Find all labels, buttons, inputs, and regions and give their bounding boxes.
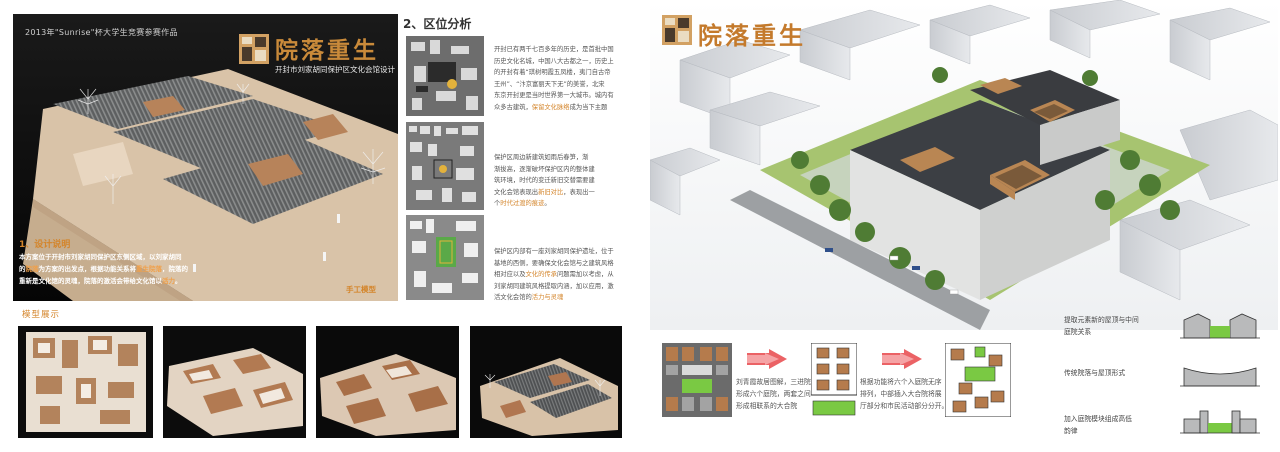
text-line: 个时代过渡的痕迹。 [494,198,634,210]
text-line: 庭院关系 [1064,328,1092,336]
model-photo-4 [470,326,622,438]
text-line: 形成六个庭院，两套之间 [736,390,811,398]
text-line: 众多古建筑，保留文化脉络成为当下主题 [494,102,634,114]
feature-roof-courtyard-text: 提取元素新的屋顶与中间 庭院关系 [1064,314,1144,338]
design-heading: 1、设计说明 [19,240,71,250]
text-line: 排列，中部插入大合院将展 [860,390,942,398]
location-map-1 [406,36,484,116]
diagram-step2-text: 根据功能将六个入庭院无序 排列，中部插入大合院将展 厅部分和市民活动部分分开。 [860,376,948,412]
highlight-text: 文化的传承 [525,271,557,278]
highlight-text: 重生院落 [136,265,162,273]
physical-model-image [13,14,398,301]
rhythm-section-diagram [1180,410,1260,434]
text-line: 保护区周边新建筑如雨后春笋，渐 [494,154,589,161]
text-line: 加入庭院模块组成高低 [1064,415,1132,423]
text-run: 。 [175,277,182,285]
highlight-text: 新旧对比 [538,188,564,196]
design-description: 本方案位于开封市刘家胡同保护区东侧区域，以刘家胡同 的院落为方案的出发点，根据功… [19,251,209,287]
highlight-text: 时代过渡的痕迹 [500,200,545,207]
text-line: 刘青霞故居图解，三进院 [736,378,811,386]
highlight-text: 活力与灵魂 [531,294,564,301]
surroundings-text: 保护区周边新建筑如雨后春笋，渐 渐拔高，逐渐破坏保护区内的整体建 筑环境，时代的… [494,152,634,210]
text-line: 提取元素新的屋顶与中间 [1064,316,1139,324]
courtyard-diagram-1 [662,343,732,417]
model-caption: 手工模型 [346,285,376,294]
render-title: 院落重生 [698,21,806,50]
competition-title: 2013年"Sunrise"杯大学生竞赛参赛作品 [25,28,178,37]
roof-courtyard-section-diagram [1180,313,1260,339]
text-line: 保护区内部有一座刘家胡同保护遗址，位于 [494,248,614,255]
text-line: 历史文化名城，中国八大古都之一，历史上 [494,57,614,65]
text-line: 相对应以及文化的传承问题需加以考虑，从 [494,269,634,281]
text-run: 成为当下主题 [569,103,608,111]
text-run: ，院落的 [162,265,188,273]
model-photo-1 [18,326,153,438]
text-line: 形成相联系的大合院 [736,402,798,410]
model-photo-3 [316,326,459,438]
feature-traditional-text: 传统院落与屋顶形式 [1064,369,1126,377]
model-photo-2 [163,326,306,438]
text-line: 的开封有着“琪树明霞五凤楼，夷门自古帝 [494,69,611,76]
highlight-text: 院落 [25,265,39,273]
highlight-text: 保留文化脉络 [531,103,570,111]
text-line: 开封已有两千七百多年的历史，是首批中国 [494,46,614,53]
text-run: 为方案的出发点，根据功能关系将 [38,265,137,273]
traditional-roof-section-diagram [1180,367,1260,387]
model-show-heading: 模型展示 [22,310,61,320]
text-line: 刘家胡同建筑风格提取内涵，加以应用，激 [494,282,614,290]
logo-icon [662,15,692,45]
text-run: 活文化会馆的 [494,294,532,301]
text-line: 韵律 [1064,427,1078,435]
text-run: 。 [544,200,551,207]
diagram-step1-text: 刘青霞故居图解，三进院 形成六个庭院，两套之间 形成相联系的大合院 [736,376,811,412]
highlight-text: 活力 [162,277,175,285]
text-line: 根据功能将六个入庭院无序 [860,378,942,386]
text-run: 重新是文化馆的灵魂，院落的激活会带给文化馆以 [19,277,162,285]
arrow-right-icon [747,349,787,369]
aerial-render [650,0,1278,330]
model-hero-photo: 2013年"Sunrise"杯大学生竞赛参赛作品 院落重生 开封市刘家胡同保护区… [13,14,398,301]
analysis-heading: 2、区位分析 [403,17,472,31]
text-run: 问题需加以考虑，从 [556,271,614,278]
heritage-text: 保护区内部有一座刘家胡同保护遗址，位于 基地的西侧，要确保文化会馆与之建筑风格 … [494,246,634,304]
left-page: 2013年"Sunrise"杯大学生竞赛参赛作品 院落重生 开封市刘家胡同保护区… [13,14,634,438]
design-desc-line: 重新是文化馆的灵魂，院落的激活会带给文化馆以活力。 [19,275,209,287]
aerial-render-image [650,0,1278,330]
text-run: 文化会馆表现出 [494,188,539,196]
design-desc-line: 的院落为方案的出发点，根据功能关系将重生院落，院落的 [19,263,209,275]
text-line: 筑环境，时代的变迁新旧交替需要建 [494,177,595,184]
project-subtitle: 开封市刘家胡同保护区文化会馆设计 [275,65,395,74]
arrow-right-icon [882,349,922,369]
location-map-2 [406,122,484,210]
text-line: 渐拔高，逐渐破坏保护区内的整体建 [494,165,595,173]
text-line: 王州”、“汴京富丽天下无”的美誉，北宋 [494,80,605,88]
text-line: 东京开封更是当时世界第一大城市。城内有 [494,92,614,99]
text-line: 基地的西侧，要确保文化会馆与之建筑风格 [494,259,614,267]
text-run: ，表现出一 [563,188,595,196]
courtyard-diagram-3 [945,343,1011,417]
courtyard-diagram-2 [811,343,857,416]
text-run: 相对应以及 [494,271,526,278]
feature-rhythm-text: 加入庭院模块组成高低 韵律 [1064,413,1144,437]
history-text: 开封已有两千七百多年的历史，是首批中国 历史文化名城，中国八大古都之一，历史上 … [494,44,634,113]
text-run: 的 [19,265,26,273]
logo-icon [239,34,269,64]
text-line: 厅部分和市民活动部分分开。 [860,402,949,410]
text-line: 活文化会馆的活力与灵魂 [494,292,634,304]
text-run: 个 [494,200,501,207]
design-desc-line: 本方案位于开封市刘家胡同保护区东侧区域，以刘家胡同 [19,253,182,261]
brand-title: 院落重生 [275,37,379,64]
right-page: 院落重生 刘青霞故居图解，三进院 形成六个庭院，两套之间 形成相联系的大合院 根… [640,0,1280,452]
text-line: 文化会馆表现出新旧对比，表现出一 [494,187,634,199]
location-map-3 [406,215,484,300]
text-run: 众多古建筑， [494,103,532,111]
